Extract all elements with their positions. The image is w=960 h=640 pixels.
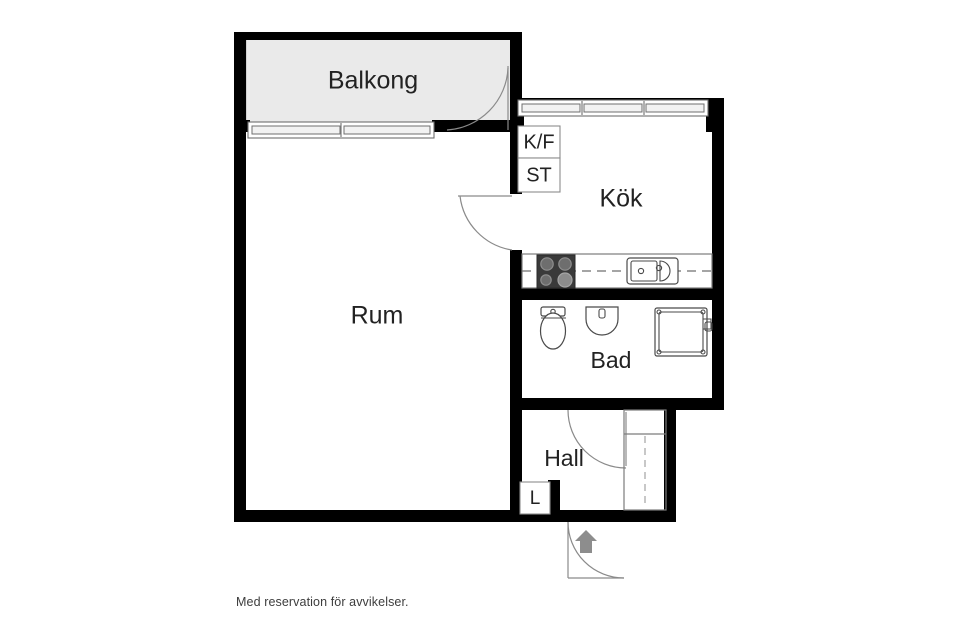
wall-right-outer: [712, 98, 724, 398]
wall-rum-top-right: [450, 120, 522, 132]
l-closet: [519, 481, 551, 515]
wall-l-closet-right: [548, 480, 560, 522]
washbasin: [585, 306, 619, 336]
wall-rum-bottom: [234, 510, 524, 522]
balcony-door-swing: [446, 66, 509, 131]
hall-wardrobe: [623, 409, 667, 511]
wall-hall-right: [664, 398, 676, 522]
balcony-floor: [245, 33, 512, 131]
wall-balcony-top: [234, 32, 522, 40]
entrance-door-swing: [567, 521, 625, 579]
kitchen-sink: [626, 257, 679, 285]
room-label-rum: Rum: [351, 302, 404, 330]
wall-balcony-left: [234, 32, 246, 132]
storage-label-kf: K/F: [523, 131, 554, 153]
storage-label-st: ST: [526, 164, 552, 186]
balcony-sliding-window: [247, 121, 435, 139]
wall-rum-top-left-stub: [234, 120, 250, 132]
disclaimer-text: Med reservation för avvikelser.: [236, 595, 409, 609]
wall-rum-top-right-stub: [432, 120, 450, 132]
room-label-bad: Bad: [591, 347, 632, 373]
shower-cabin: [654, 307, 713, 357]
room-label-hall: Hall: [544, 445, 584, 471]
stove-cooktop: [536, 254, 576, 289]
entrance-arrow-icon: [575, 530, 597, 553]
bathroom-door-swing: [567, 409, 627, 469]
kitchen-window: [517, 99, 709, 117]
balcony-area: [245, 33, 512, 131]
room-label-kok: Kök: [599, 185, 643, 213]
storage-boxes: [517, 125, 561, 193]
storage-label-l: L: [530, 488, 541, 509]
wall-rum-left: [234, 120, 246, 522]
wall-hall-bottom-right: [588, 510, 676, 522]
kitchen-door-swing: [458, 195, 513, 251]
toilet: [539, 306, 567, 350]
kitchen-counter: [521, 253, 713, 289]
st-box: [517, 157, 561, 193]
wall-hall-left: [510, 410, 522, 480]
wall-kok-bad: [510, 288, 724, 300]
kf-box: [517, 125, 561, 159]
bathroom-fixtures: [539, 306, 713, 357]
room-label-balkong: Balkong: [328, 67, 418, 95]
wall-rum-bad-left: [510, 300, 522, 410]
wall-bad-bottom: [510, 398, 724, 410]
